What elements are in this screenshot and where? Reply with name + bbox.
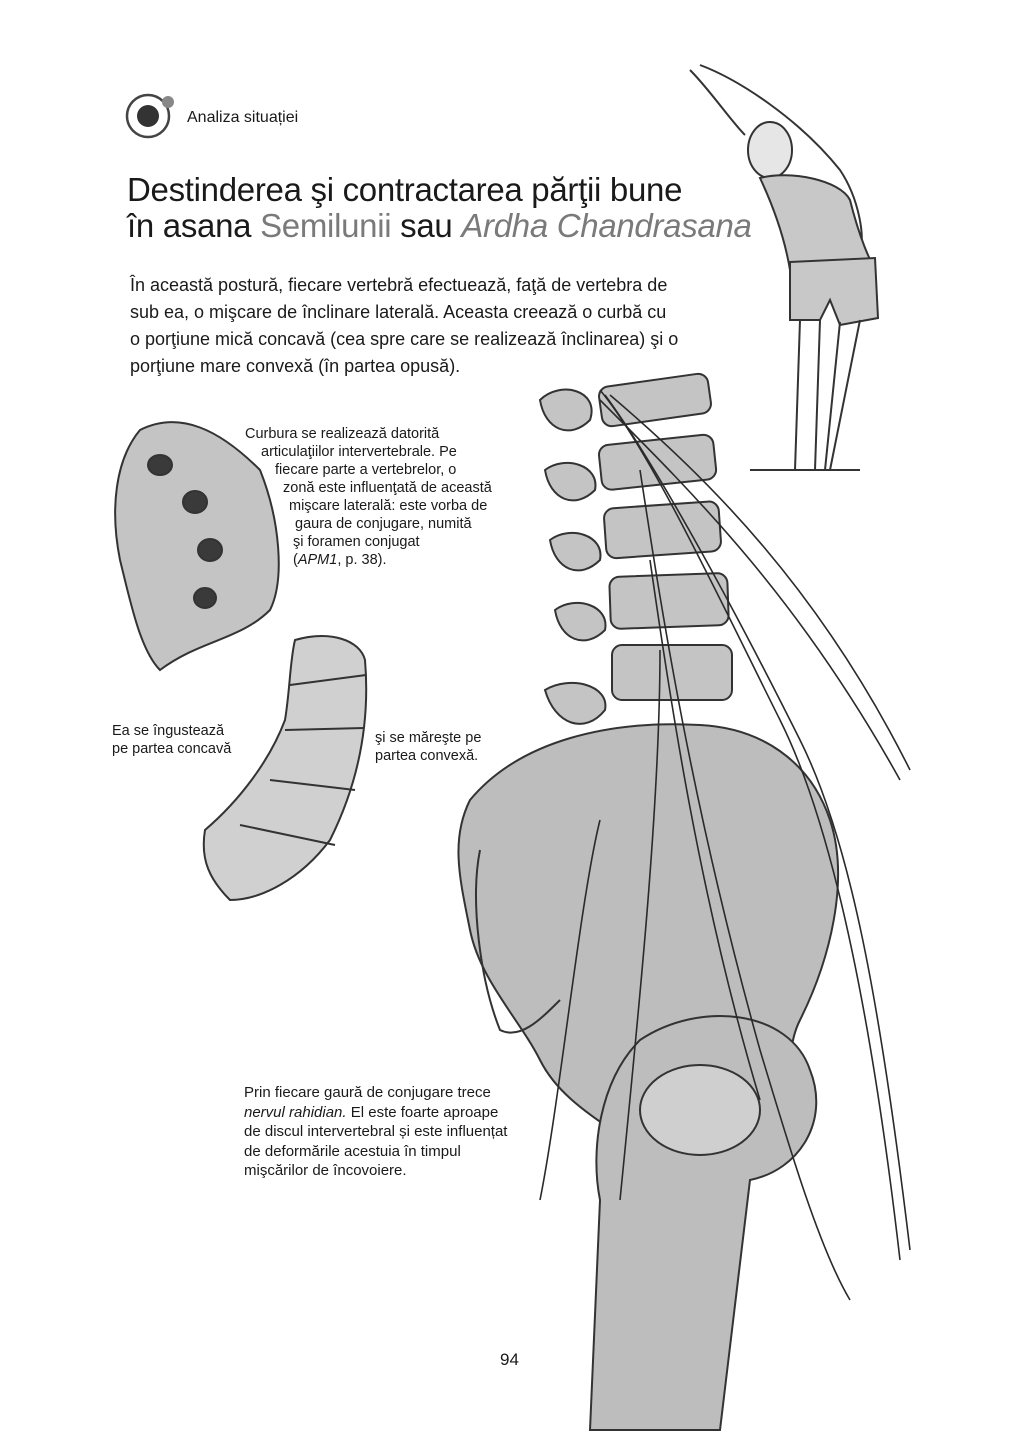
nerves-illustration — [539, 389, 911, 1301]
caption-concave: Ea se îngustează pe partea concavă — [112, 722, 231, 758]
page-number: 94 — [500, 1350, 519, 1369]
caption-line: fiecare parte a vertebrelor, o — [275, 462, 457, 478]
intro-line: În această postură, fiecare vertebră efe… — [130, 275, 668, 295]
title-ardha-chandrasana: Ardha Chandrasana — [461, 207, 752, 244]
caption-nerve: Prin fiecare gaură de conjugare trece ne… — [244, 1083, 507, 1181]
intro-paragraph: În această postură, fiecare vertebră efe… — [130, 272, 720, 380]
caption-line: de deformările acestuia în timpul — [244, 1142, 461, 1160]
target-circle-icon — [125, 93, 174, 139]
caption-line: gaura de conjugare, numită — [295, 516, 472, 532]
title-semilunii: Semilunii — [260, 207, 392, 244]
caption-reference: (APM1, p. 38). — [293, 552, 387, 568]
intro-line: sub ea, o mişcare de înclinare laterală.… — [130, 302, 667, 322]
title-line-1: Destinderea şi contractarea părţii bune — [127, 171, 683, 208]
page-title: Destinderea şi contractarea părţii bune … — [127, 172, 752, 244]
caption-nerve-italic: nervul rahidian. — [244, 1103, 347, 1121]
pelvis-illustration — [457, 723, 840, 1431]
caption-curvature: Curbura se realizează datorită articulaţ… — [245, 425, 492, 569]
vertebra-foramen-illustration — [114, 421, 280, 672]
spine-illustration — [538, 372, 733, 725]
caption-convex: şi se măreşte pe partea convexă. — [375, 729, 481, 765]
title-line-2-prefix: în asana — [127, 207, 261, 244]
section-label: Analiza situației — [187, 109, 299, 126]
caption-line: Ea se îngustează — [112, 723, 225, 739]
caption-ref-italic: APM1 — [297, 552, 338, 568]
caption-line: Curbura se realizează datorită — [245, 426, 440, 442]
section-badge — [122, 92, 178, 145]
caption-line: nervul rahidian. El este foarte aproape — [244, 1103, 507, 1123]
intro-line: o porţiune mică concavă (cea spre care s… — [130, 329, 679, 349]
caption-line: partea convexă. — [375, 748, 479, 764]
caption-line: mişcărilor de încovoiere. — [244, 1162, 407, 1179]
title-line-2-mid: sau — [391, 207, 462, 244]
caption-ref-rest: , p. 38). — [337, 552, 387, 568]
caption-line: Prin fiecare gaură de conjugare trece — [244, 1084, 491, 1101]
yoga-figure-illustration — [689, 64, 880, 471]
caption-line: de discul intervertebral și este influen… — [244, 1123, 508, 1140]
intro-line: porţiune mare convexă (în partea opusă). — [130, 356, 461, 376]
curved-spine-illustration — [202, 635, 368, 902]
caption-line: articulaţiilor intervertebrale. Pe — [261, 444, 457, 460]
caption-nerve-rest: El este foarte aproape — [346, 1103, 499, 1121]
caption-line: şi foramen conjugat — [293, 534, 420, 550]
caption-line: zonă este influenţată de această — [283, 480, 492, 496]
caption-line: mişcare laterală: este vorba de — [289, 498, 488, 514]
caption-line: pe partea concavă — [112, 741, 232, 757]
caption-line: şi se măreşte pe — [375, 730, 482, 746]
